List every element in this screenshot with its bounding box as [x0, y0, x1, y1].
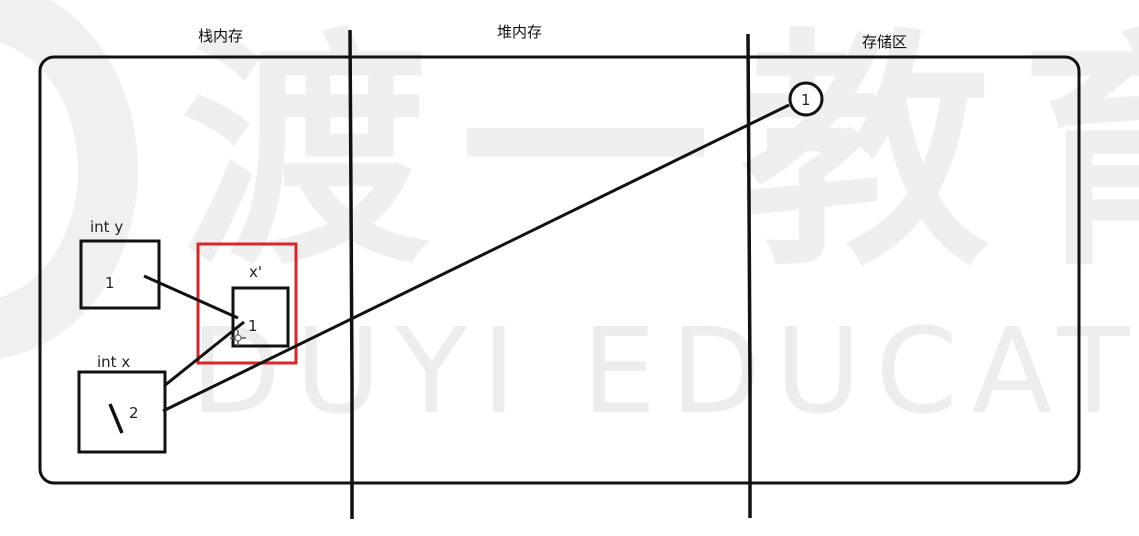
highlight-box: [196, 242, 298, 365]
connector-y-to-copy: [143, 274, 239, 320]
divider-heap-storage: [746, 33, 752, 518]
var-y-label: int y: [90, 218, 123, 236]
storage-item-value: 1: [801, 91, 811, 109]
storage-item-circle: [788, 81, 824, 117]
connector-x-to-copy: [163, 320, 245, 388]
var-y-box: [79, 239, 161, 310]
var-copy-value: 1: [248, 317, 258, 335]
section-label-heap: 堆内存: [497, 23, 542, 41]
var-x-value: 2: [129, 404, 139, 422]
connector-x-to-storage: [162, 103, 790, 413]
var-x-strike-mark: [108, 403, 124, 434]
var-copy-label: x': [249, 263, 262, 281]
section-label-stack: 栈内存: [198, 27, 243, 45]
var-x-box: [77, 370, 167, 454]
watermark: 渡一教育 DUYI EDUCATION: [0, 0, 1139, 440]
section-label-storage: 存储区: [862, 33, 907, 51]
divider-stack-heap: [348, 29, 354, 519]
watermark-cjk: 渡一教育: [180, 8, 1139, 299]
var-x-label: int x: [97, 353, 130, 371]
memory-frame: [38, 55, 1081, 485]
var-y-value: 1: [105, 274, 115, 292]
move-cursor-icon: [230, 330, 246, 346]
watermark-latin: DUYI EDUCATION: [190, 302, 1139, 440]
